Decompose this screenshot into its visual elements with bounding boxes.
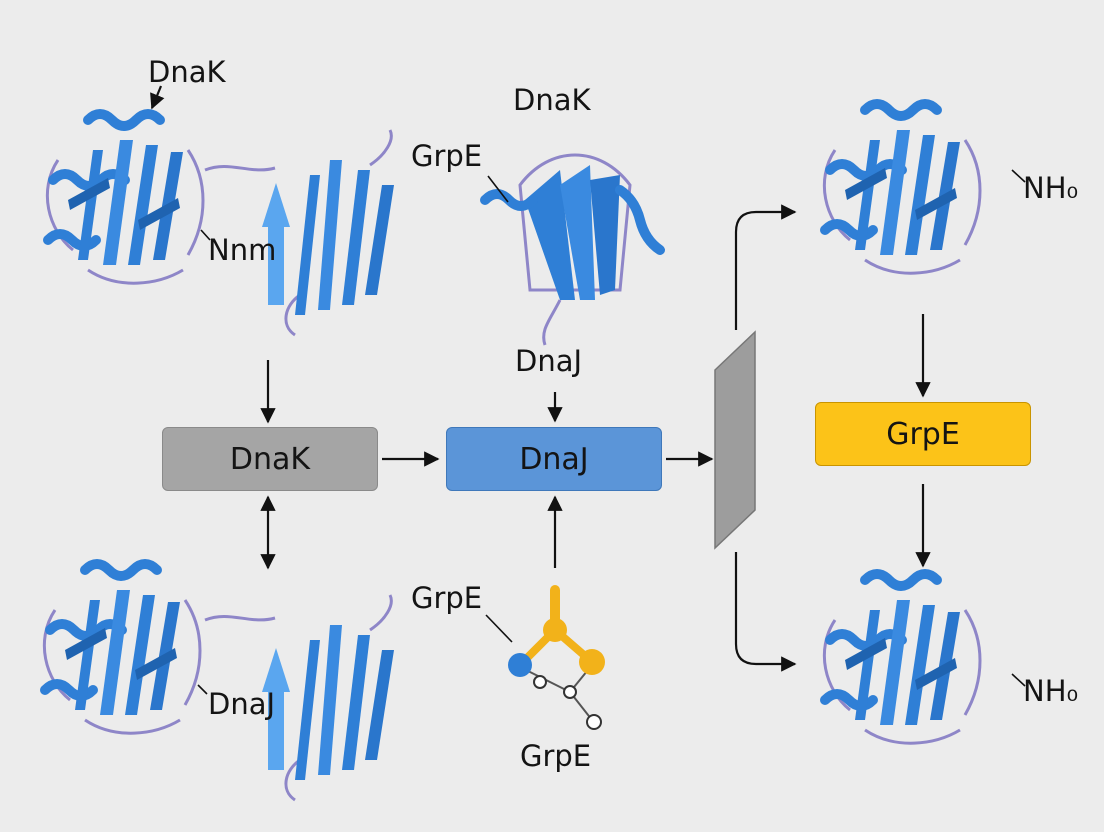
label-dnak-top-left: DnaK — [148, 55, 226, 89]
label-dnaj-bottom-left: DnaJ — [208, 687, 276, 721]
label-grpe-top-center: GrpE — [411, 139, 483, 173]
grpe-box: GrpE — [815, 402, 1031, 466]
label-grpe-bottom-center-bottom: GrpE — [520, 739, 592, 773]
label-dnak-top-center: DnaK — [513, 83, 591, 117]
dnak-box: DnaK — [162, 427, 378, 491]
protein-structure-top-left — [47, 114, 396, 337]
separator-plate — [714, 330, 756, 550]
protein-structure-top-right — [824, 104, 980, 273]
protein-structure-top-center — [480, 153, 665, 346]
arrows — [150, 85, 1026, 695]
label-grpe-bottom-center-top: GrpE — [411, 581, 483, 615]
label-nh-bottom-right: NH₀ — [1023, 674, 1079, 708]
label-dnaj-center: DnaJ — [515, 344, 583, 378]
protein-structure-bottom-left — [44, 564, 396, 802]
protein-structure-bottom-right — [824, 574, 980, 743]
dnaj-box: DnaJ — [446, 427, 662, 491]
grpe-small-molecule — [508, 585, 605, 730]
label-nh-top-right: NH₀ — [1023, 171, 1079, 205]
label-nnm: Nnm — [208, 233, 277, 267]
